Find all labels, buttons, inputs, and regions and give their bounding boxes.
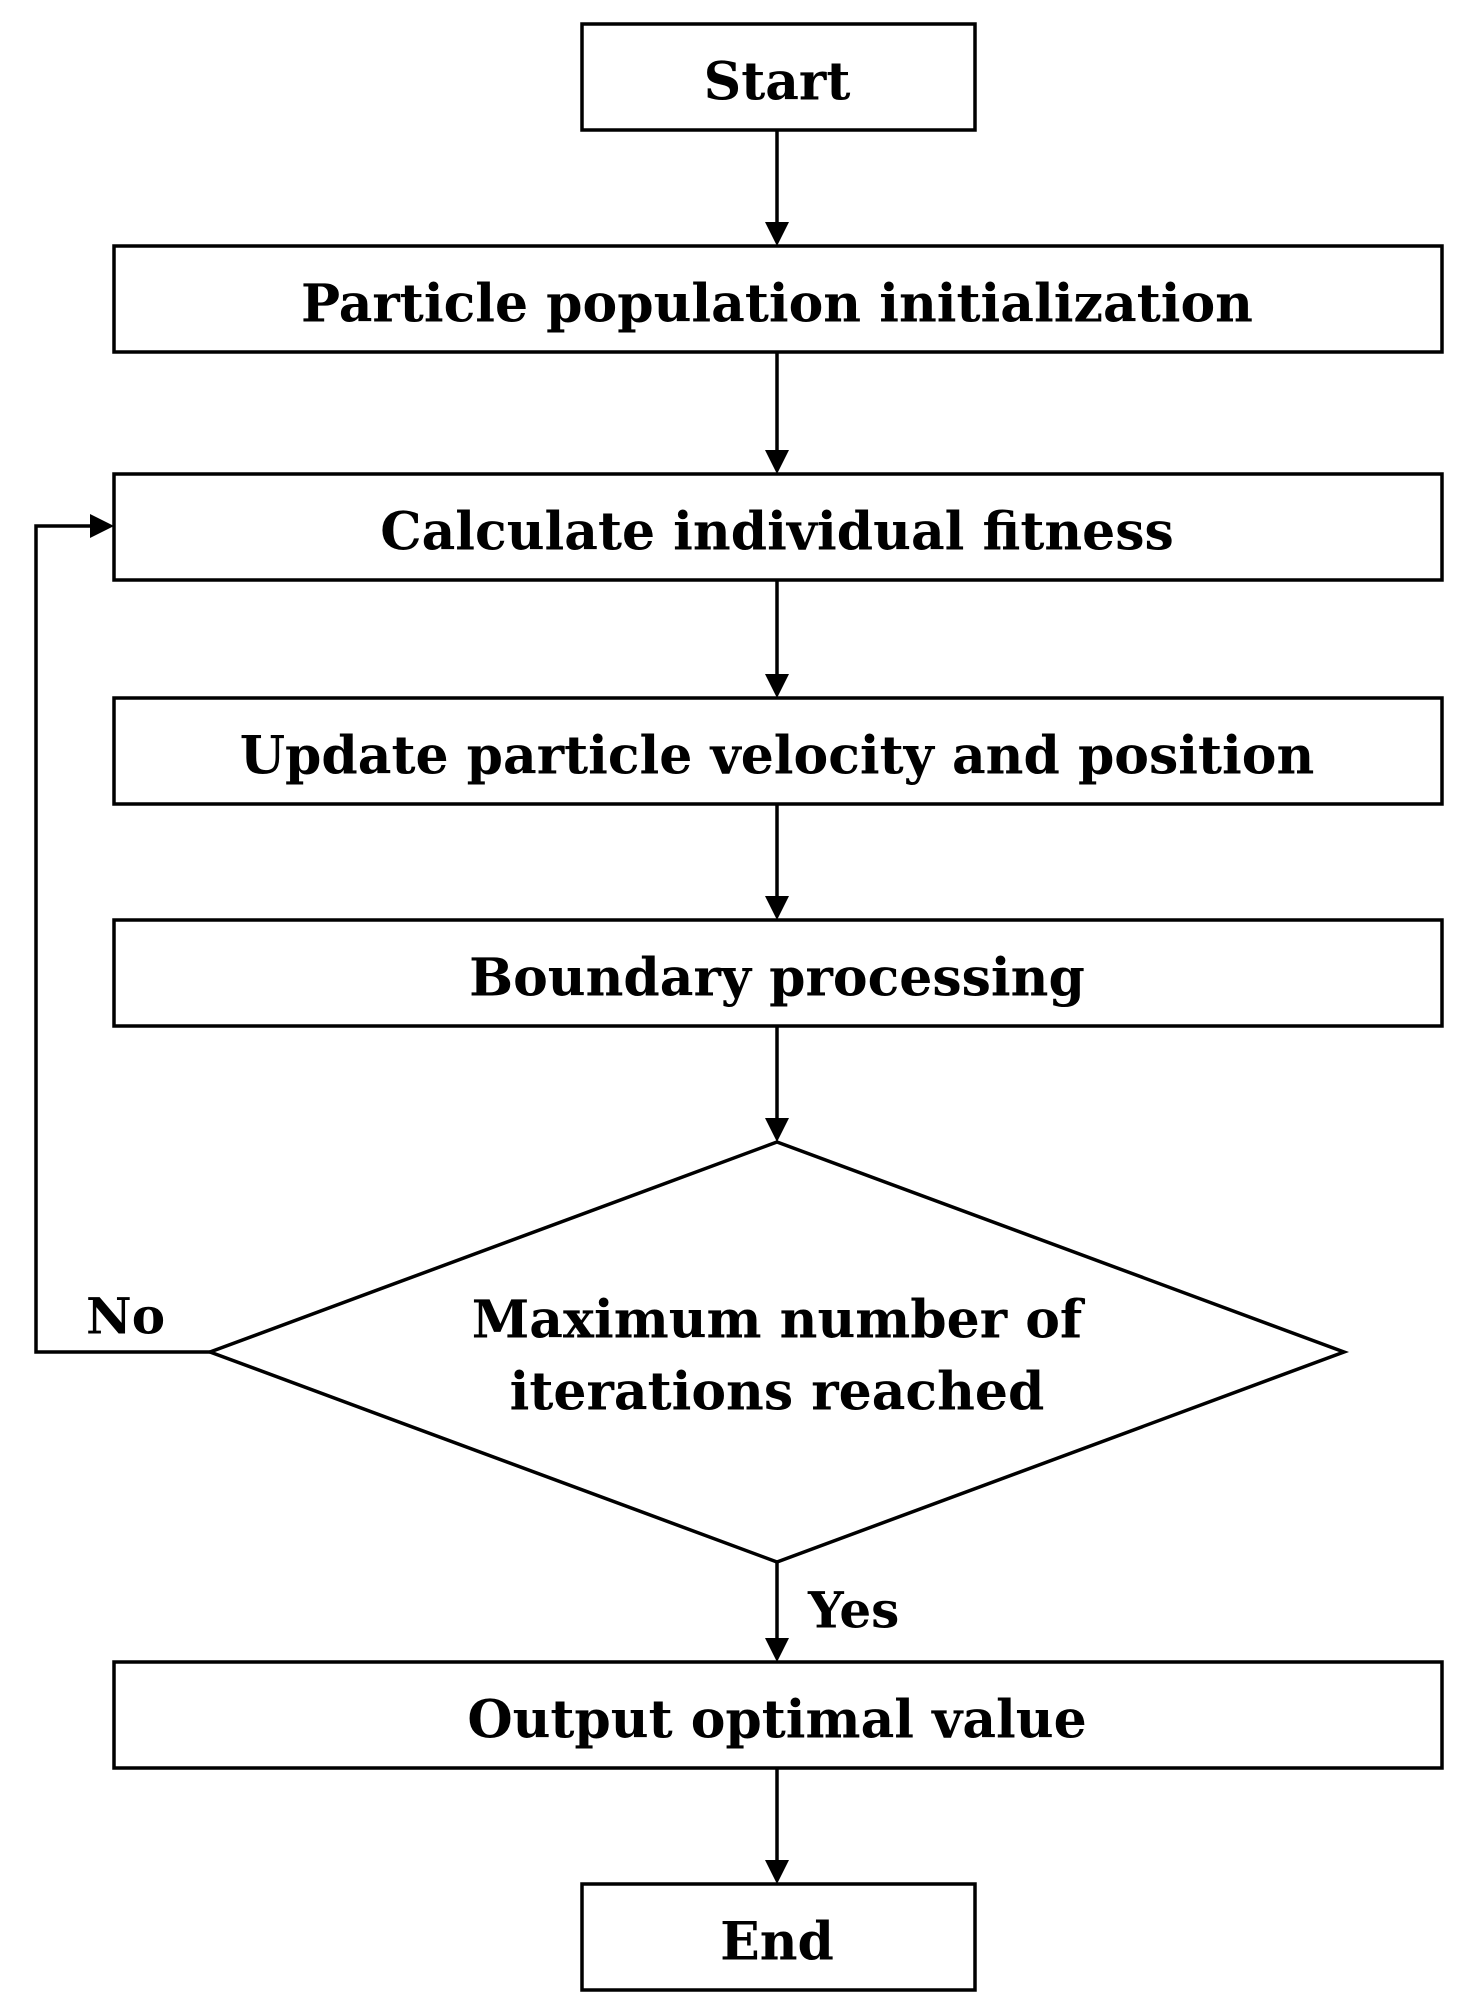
boundary-box: [112, 918, 1444, 1028]
decision-label-line1: Maximum number of: [472, 1290, 1086, 1351]
end-box: [580, 1882, 977, 1992]
arrowhead-decision: [765, 1118, 789, 1142]
node-start: Start: [580, 22, 977, 132]
update-box: [112, 696, 1444, 806]
arrowhead-boundary: [765, 896, 789, 920]
node-end: End: [580, 1882, 977, 1992]
end-label: End: [720, 1912, 834, 1973]
init-label: Particle population initialization: [301, 274, 1253, 335]
boundary-label: Boundary processing: [469, 948, 1085, 1009]
fitness-label: Calculate individual fitness: [380, 502, 1174, 563]
start-label: Start: [704, 52, 851, 113]
edge-decision-no-loop: [34, 524, 210, 1354]
node-output: Output optimal value: [112, 1660, 1444, 1770]
edges: [34, 130, 789, 1884]
decision-diamond: [204, 1140, 1350, 1564]
node-init: Particle population initialization: [112, 244, 1444, 354]
edge-label-yes: Yes: [807, 1581, 899, 1640]
arrowhead-loop-fitness: [90, 514, 114, 538]
arrowhead-fitness: [765, 450, 789, 474]
arrowhead-output: [765, 1638, 789, 1662]
node-update: Update particle velocity and position: [112, 696, 1444, 806]
arrowhead-end: [765, 1860, 789, 1884]
output-label: Output optimal value: [467, 1690, 1086, 1751]
update-label: Update particle velocity and position: [240, 726, 1315, 787]
edge-label-no: No: [86, 1287, 165, 1346]
arrowhead-init: [765, 222, 789, 246]
node-decision: Maximum number of iterations reached: [204, 1140, 1350, 1564]
output-box: [112, 1660, 1444, 1770]
node-fitness: Calculate individual fitness: [112, 472, 1444, 582]
arrowhead-update: [765, 674, 789, 698]
fitness-box: [112, 472, 1444, 582]
init-box: [112, 244, 1444, 354]
start-box: [580, 22, 977, 132]
node-boundary: Boundary processing: [112, 918, 1444, 1028]
decision-label-line2: iterations reached: [510, 1362, 1045, 1423]
